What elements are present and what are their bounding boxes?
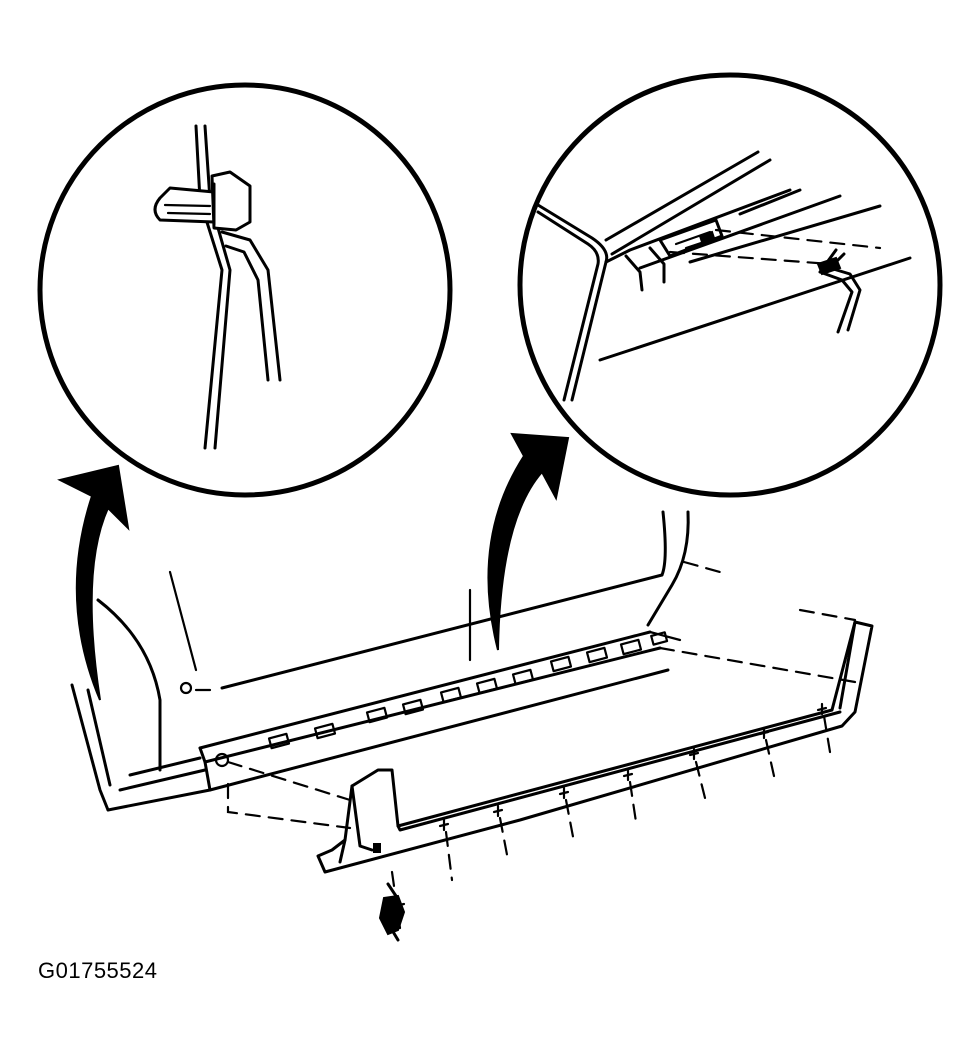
rocker-channel	[179, 630, 682, 792]
left-detail-arrow	[57, 464, 130, 701]
figure-id-label: G01755524	[38, 958, 158, 983]
vehicle-body-outline	[70, 510, 690, 812]
front-hole	[214, 752, 230, 768]
retainer-clip	[153, 170, 252, 232]
push-pin-fastener	[378, 882, 406, 942]
right-detail-arrow	[487, 432, 570, 651]
front-retainer-hole	[179, 681, 193, 695]
clip-slot-row	[267, 631, 669, 750]
left-detail-circle	[37, 82, 453, 498]
molding-studs	[373, 702, 828, 853]
rocker-molding-panel	[316, 620, 874, 882]
right-detail-circle	[517, 72, 943, 498]
